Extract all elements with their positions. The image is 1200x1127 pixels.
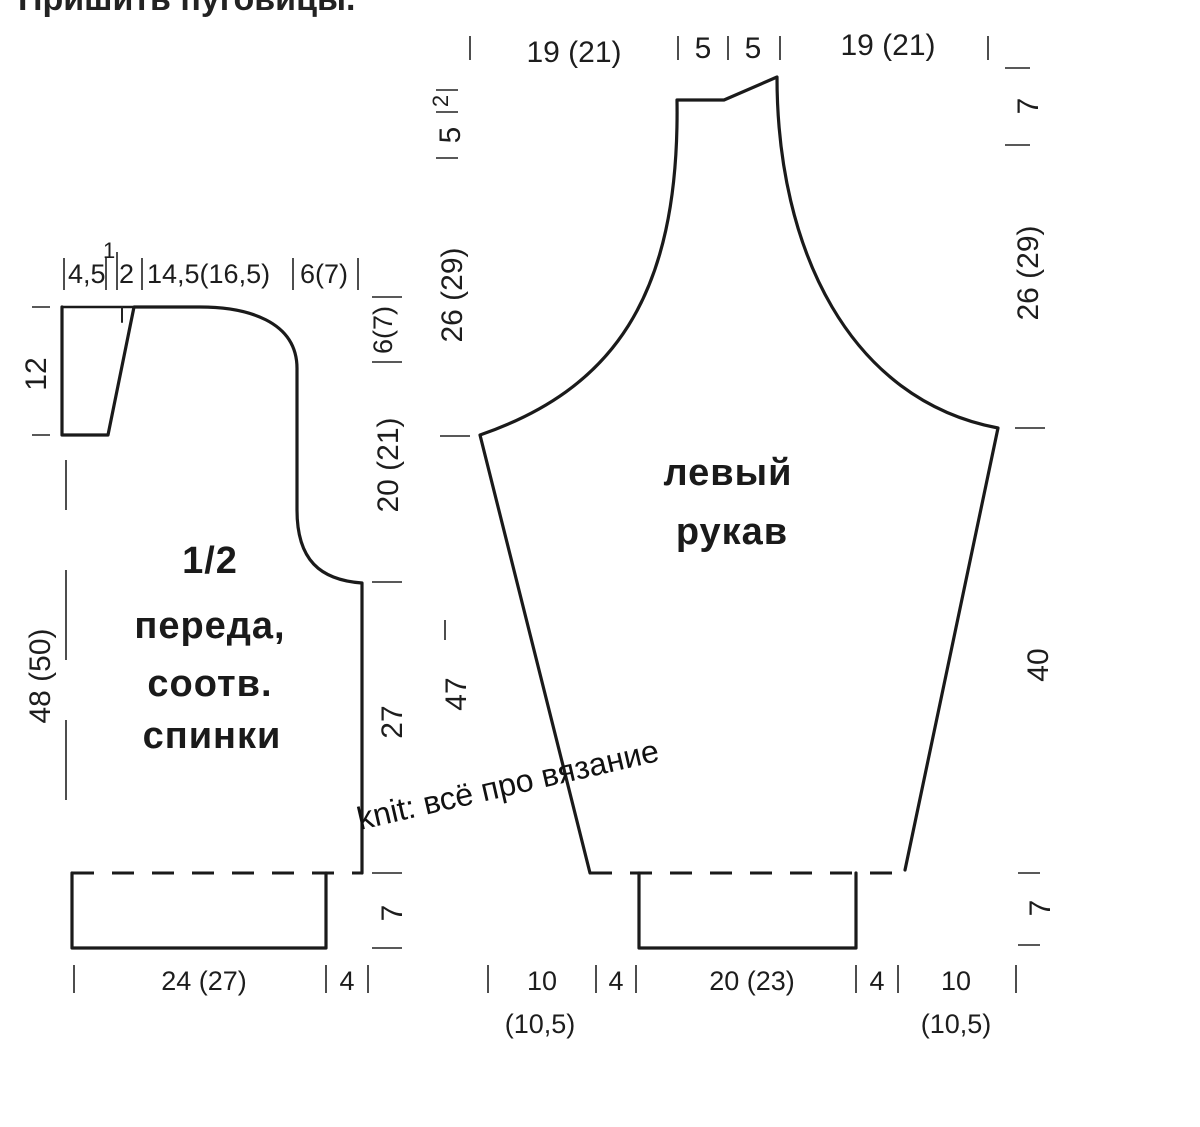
header-cut-text: Пришить пуговицы. xyxy=(18,0,355,18)
front-dim-bottom-1: 24 (27) xyxy=(161,966,247,996)
front-label-line-2: переда, xyxy=(134,605,285,647)
front-dim-bottom-2: 4 xyxy=(339,966,354,996)
front-piece: 1/2 переда, соотв. спинки 4,5 1 2 14,5(1… xyxy=(20,238,409,996)
front-dim-top-2: 1 xyxy=(103,238,115,263)
front-dim-right-4: 7 xyxy=(376,905,409,922)
sleeve-dim-top-2: 5 xyxy=(695,32,712,65)
front-top-dimensions: 4,5 1 2 14,5(16,5) 6(7) xyxy=(63,238,359,290)
front-dim-top-3: 2 xyxy=(119,259,134,289)
sleeve-bottom-dimensions: 10 (10,5) 4 20 (23) 4 10 (10,5) xyxy=(487,965,1017,1039)
sleeve-label-line-1: левый xyxy=(664,452,793,494)
front-left-dimensions: 12 48 (50) xyxy=(20,306,67,800)
sleeve-dim-bottom-4: 20 (23) xyxy=(709,966,795,996)
front-dim-left-1: 12 xyxy=(20,357,53,390)
sleeve-top-dimensions: 19 (21) 5 5 19 (21) xyxy=(469,29,989,69)
sleeve-dim-top-3: 5 xyxy=(745,32,762,65)
sleeve-dim-bottom-3: 4 xyxy=(608,966,623,996)
sleeve-cuff-band xyxy=(637,871,858,950)
front-dim-top-5: 6(7) xyxy=(300,259,348,289)
sleeve-dim-bottom-1: 10 xyxy=(527,966,557,996)
front-right-dimensions: 6(7) 20 (21) 27 7 xyxy=(368,296,409,949)
front-dim-right-3: 27 xyxy=(376,705,409,738)
sleeve-dim-left-3: 26 (29) xyxy=(436,247,469,342)
front-dim-left-2: 48 (50) xyxy=(24,628,57,723)
sleeve-dim-bottom-2: (10,5) xyxy=(505,1009,576,1039)
sleeve-dim-left-1: 5 xyxy=(434,127,467,144)
sleeve-dim-left-2: 2 xyxy=(428,95,453,107)
sleeve-piece: левый рукав 19 (21) 5 5 19 (21) 2 5 26 (… xyxy=(428,29,1057,1039)
sleeve-dim-top-1: 19 (21) xyxy=(526,36,621,69)
front-label-line-4: спинки xyxy=(143,715,282,757)
sleeve-label-line-2: рукав xyxy=(676,511,788,553)
sleeve-dim-bottom-7: (10,5) xyxy=(921,1009,992,1039)
front-dim-top-4: 14,5(16,5) xyxy=(147,259,270,289)
watermark-text: knit: всё про вязание xyxy=(353,732,662,836)
sleeve-dim-right-3: 40 xyxy=(1022,648,1055,681)
front-bottom-dimensions: 24 (27) 4 xyxy=(73,965,369,996)
front-label-line-3: соотв. xyxy=(147,663,272,705)
front-piece-outline xyxy=(60,305,364,875)
sleeve-dim-bottom-6: 10 xyxy=(941,966,971,996)
sleeve-left-dimensions: 2 5 26 (29) 47 xyxy=(428,89,473,711)
sleeve-dim-right-4: 7 xyxy=(1024,900,1057,917)
front-label-line-1: 1/2 xyxy=(182,540,238,582)
sleeve-outline xyxy=(478,75,1000,875)
sleeve-dim-right-2: 26 (29) xyxy=(1012,225,1045,320)
sleeve-dim-top-4: 19 (21) xyxy=(840,29,935,62)
sleeve-dim-left-4: 47 xyxy=(440,677,473,710)
front-dim-right-2: 20 (21) xyxy=(372,417,405,512)
sleeve-dim-bottom-5: 4 xyxy=(869,966,884,996)
front-rib-band xyxy=(70,871,328,950)
front-dim-top-1: 4,5 xyxy=(68,259,106,289)
sleeve-right-dimensions: 7 26 (29) 40 7 xyxy=(1005,67,1057,946)
front-dim-right-1: 6(7) xyxy=(368,306,398,354)
sleeve-dim-right-1: 7 xyxy=(1012,98,1045,115)
